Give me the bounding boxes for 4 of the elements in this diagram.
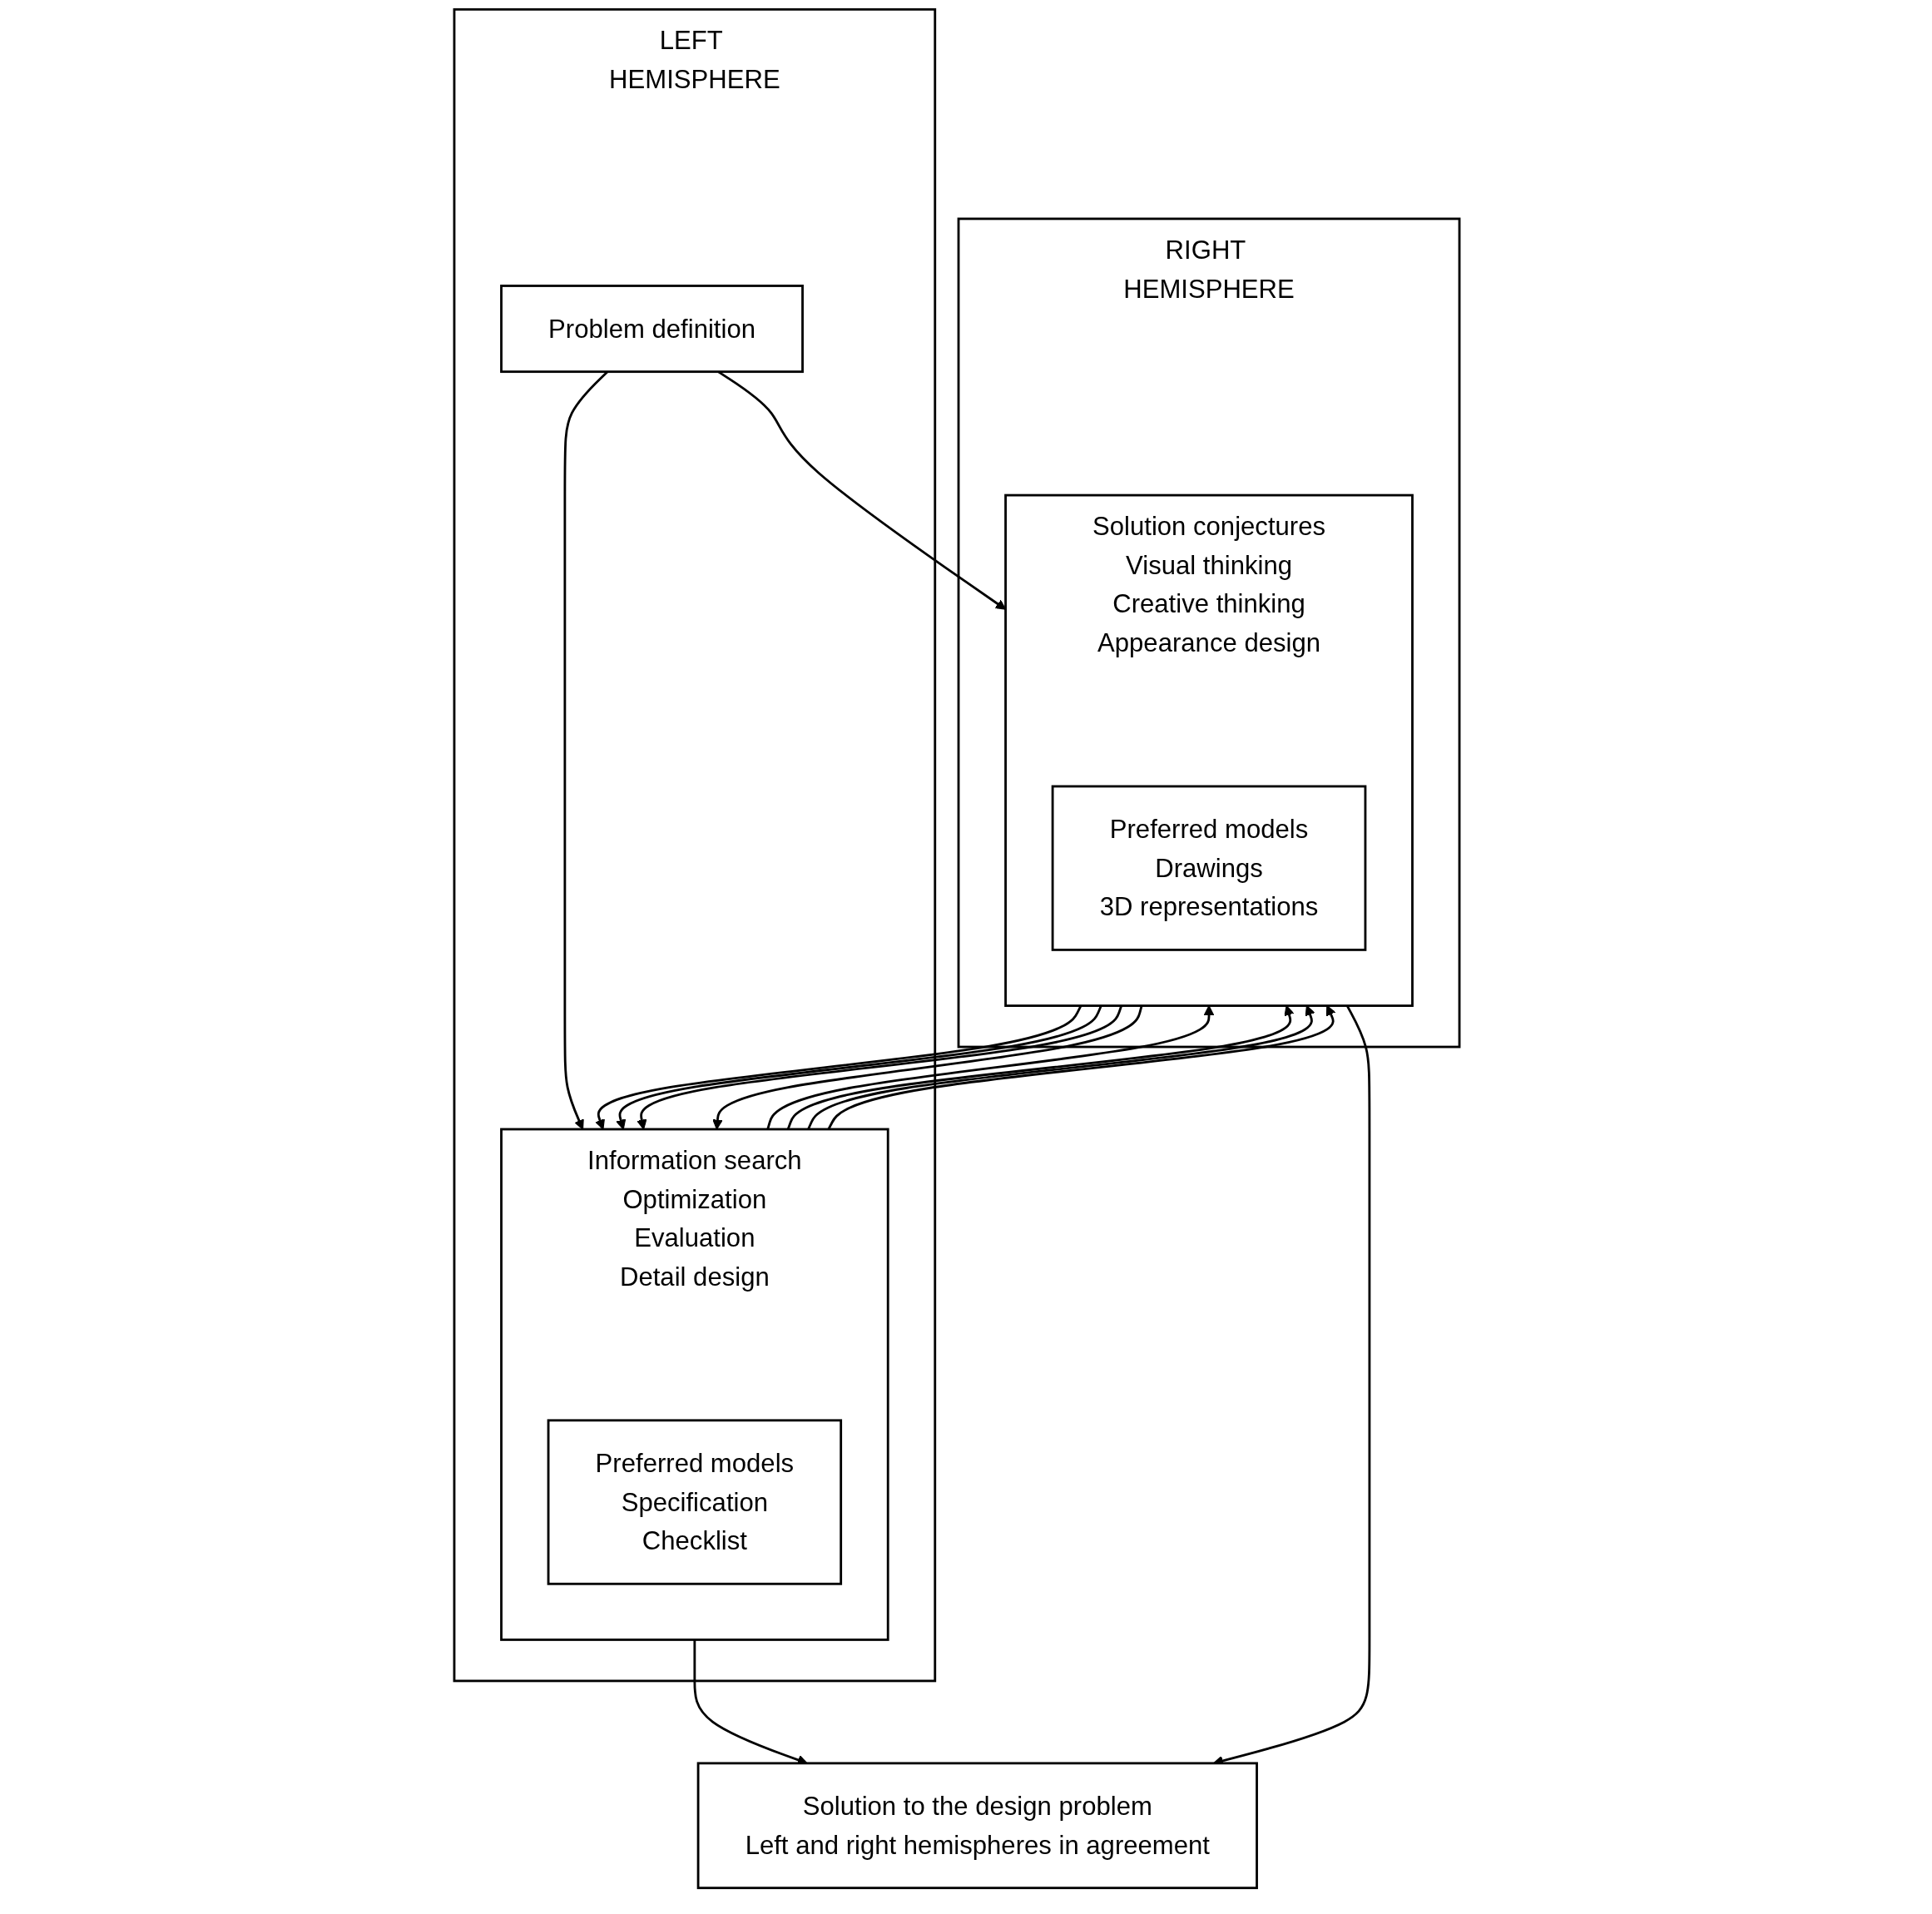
node-box: Preferred models Drawings 3D representations <box>1051 785 1367 951</box>
node-box: Solution to the design problem Left and right hemispheres in agreement <box>696 1762 1258 1890</box>
node-box: Problem definition <box>500 285 804 374</box>
node-box: Preferred models Specification Checklist <box>547 1419 843 1585</box>
